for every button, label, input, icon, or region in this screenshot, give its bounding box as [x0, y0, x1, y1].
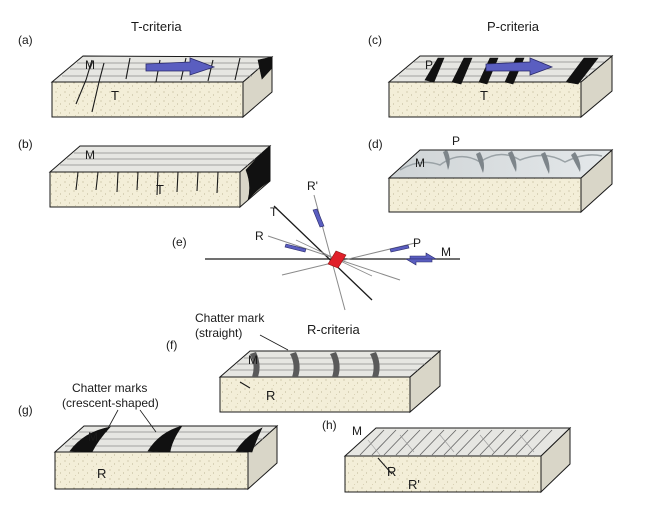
shear-arrow-a — [145, 57, 216, 76]
panel-c-block — [387, 54, 614, 119]
arrow-r-prime — [312, 208, 325, 228]
panel-label-h: (h) — [322, 418, 337, 432]
panel-a-block — [50, 55, 274, 119]
label-r-f: R — [266, 388, 275, 403]
annotation-chatter-straight-2: (straight) — [195, 326, 242, 340]
label-m-b: M — [85, 148, 95, 162]
label-t-a: T — [111, 88, 119, 103]
panel-label-d: (d) — [368, 137, 383, 151]
title-p-criteria: P-criteria — [487, 19, 540, 34]
arrow-r — [284, 243, 307, 253]
panel-g-block — [53, 424, 279, 491]
title-r-criteria: R-criteria — [307, 322, 360, 337]
label-r-h: R — [387, 464, 396, 479]
label-r-prime-e: R' — [307, 179, 318, 193]
arrow-m — [409, 252, 438, 260]
center-shear-zone — [327, 250, 347, 269]
label-p-e: P — [413, 236, 421, 250]
panel-label-f: (f) — [166, 338, 177, 352]
shear-arrow-c — [485, 57, 554, 76]
label-m-f: M — [248, 353, 258, 367]
panel-label-a: (a) — [18, 33, 33, 47]
panel-b-block — [48, 144, 272, 209]
label-m-a: M — [85, 58, 95, 72]
label-m-h: M — [352, 424, 362, 438]
annotation-chatter-crescent-1: Chatter marks — [72, 381, 147, 395]
title-t-criteria: T-criteria — [131, 19, 182, 34]
label-t-c: T — [480, 88, 488, 103]
annotation-chatter-straight-1: Chatter mark — [195, 311, 265, 325]
label-m-e: M — [441, 245, 451, 259]
label-m-g: M — [88, 430, 98, 444]
panel-f-block — [218, 349, 442, 414]
label-m-d: M — [415, 156, 425, 170]
label-p-c: P — [425, 58, 433, 72]
label-t-b: T — [156, 182, 164, 197]
panel-label-g: (g) — [18, 403, 33, 417]
panel-h-block — [343, 426, 572, 494]
panel-label-b: (b) — [18, 137, 33, 151]
panel-d-block — [387, 148, 614, 214]
panel-label-e: (e) — [172, 235, 187, 249]
arrow-p — [389, 244, 410, 253]
label-r-g: R — [97, 466, 106, 481]
label-p-d: P — [452, 134, 460, 148]
panel-e-criteria-star — [205, 194, 460, 311]
label-r-prime-h: R' — [408, 477, 420, 492]
label-r-e: R — [255, 229, 264, 243]
label-t-e: T — [270, 205, 278, 219]
panel-label-c: (c) — [368, 33, 382, 47]
annotation-chatter-crescent-2: (crescent-shaped) — [62, 396, 159, 410]
